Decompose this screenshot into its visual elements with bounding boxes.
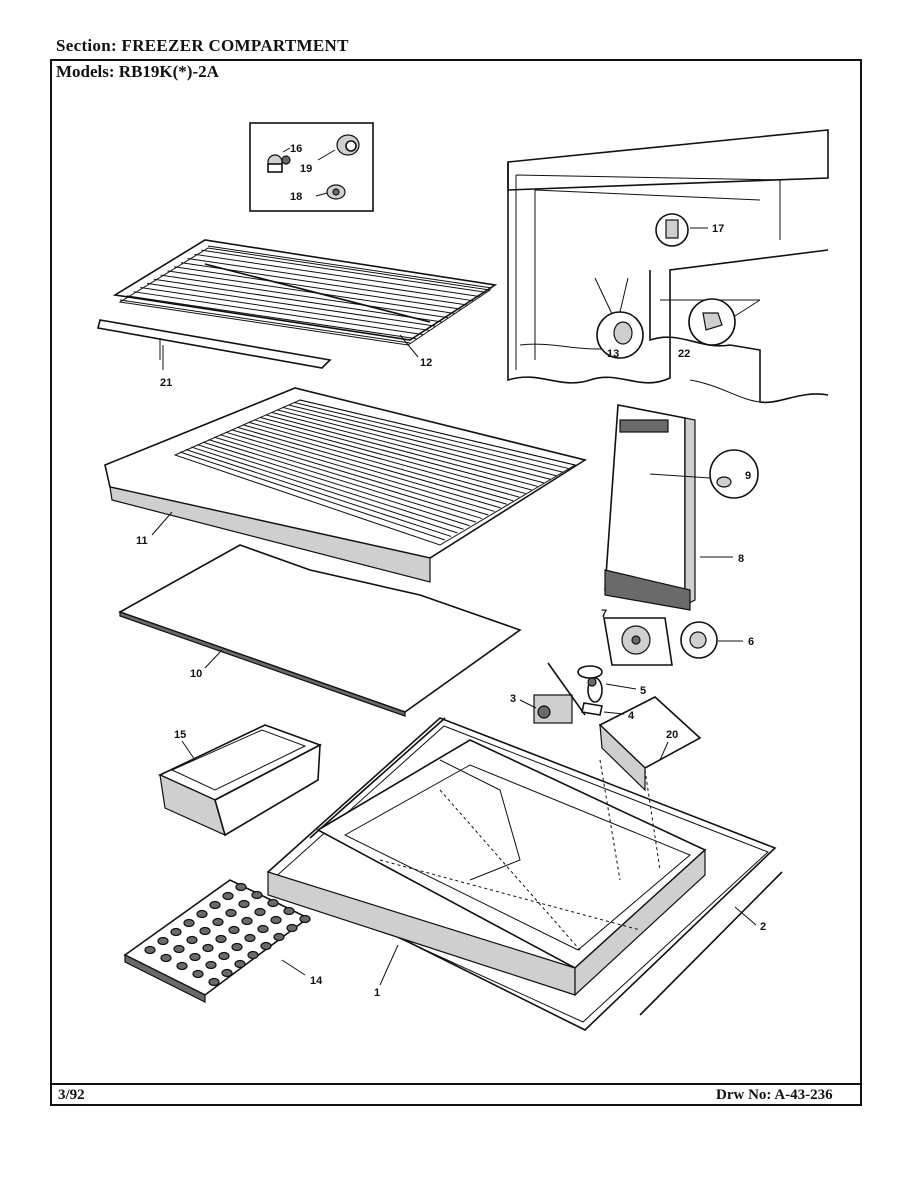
part-9-screw — [649, 449, 759, 499]
callout-5: 5 — [640, 685, 646, 697]
callout-13: 13 — [607, 348, 619, 360]
inset-fastener-box — [249, 122, 374, 212]
part-21-shelf-trim — [97, 319, 332, 369]
part-20-block — [598, 696, 702, 792]
models-value: RB19K(*)-2A — [118, 62, 219, 81]
part-7-fan-bracket — [603, 617, 673, 666]
freezer-cabinet-liner — [507, 129, 829, 404]
part-18-button — [326, 184, 346, 200]
callout-11: 11 — [136, 535, 148, 547]
section-value: FREEZER COMPARTMENT — [121, 36, 349, 55]
callout-labels: 16 19 18 17 13 22 21 12 11 8 9 7 6 5 4 3… — [136, 143, 766, 999]
callout-3: 3 — [510, 693, 516, 705]
part-5-fan-blade — [577, 665, 603, 703]
footer-divider — [50, 1083, 862, 1085]
callout-1: 1 — [374, 987, 380, 999]
part-12-wire-shelf — [112, 239, 498, 346]
models-heading: Models: RB19K(*)-2A — [56, 62, 219, 82]
models-label: Models: — [56, 62, 115, 81]
callout-12: 12 — [420, 357, 432, 369]
section-heading: Section: FREEZER COMPARTMENT — [56, 36, 349, 56]
diagram-frame — [50, 59, 862, 1106]
part-2-gasket-frame — [266, 717, 783, 1031]
callout-17: 17 — [712, 223, 724, 235]
part-3-fan-motor — [533, 662, 586, 724]
footer-date: 3/92 — [58, 1087, 85, 1103]
callout-9: 9 — [745, 470, 751, 482]
part-15-pan — [158, 724, 322, 837]
callout-18: 18 — [290, 191, 302, 203]
part-10-panel — [118, 544, 522, 717]
callout-8: 8 — [738, 553, 744, 565]
callout-20: 20 — [666, 729, 678, 741]
drawing-label: Drw No: — [716, 1087, 772, 1103]
part-16-bracket — [267, 154, 291, 173]
callout-16: 16 — [290, 143, 302, 155]
footer-drawing-number: Drw No: A-43-236 — [716, 1087, 833, 1104]
exploded-parts-diagram: 16 19 18 17 13 22 21 12 11 8 9 7 6 5 4 3… — [97, 122, 829, 1031]
callout-10: 10 — [190, 668, 202, 680]
part-1-evaporator-cover — [267, 739, 707, 997]
callout-6: 6 — [748, 636, 754, 648]
part-11-freezer-shelf — [104, 387, 588, 583]
part-8-air-duct — [604, 404, 696, 611]
callout-2: 2 — [760, 921, 766, 933]
part-19-cap — [336, 134, 360, 156]
callout-21: 21 — [160, 377, 172, 389]
part-4-motor-bracket — [581, 702, 603, 716]
callout-4: 4 — [628, 710, 635, 722]
callout-14: 14 — [310, 975, 323, 987]
callout-7: 7 — [601, 608, 607, 620]
callout-15: 15 — [174, 729, 186, 741]
part-6-grommet — [680, 621, 718, 659]
callout-19: 19 — [300, 163, 312, 175]
drawing-value: A-43-236 — [774, 1087, 833, 1103]
part-14-ice-tray — [123, 879, 311, 1003]
section-label: Section: — [56, 36, 117, 55]
callout-22: 22 — [678, 348, 690, 360]
